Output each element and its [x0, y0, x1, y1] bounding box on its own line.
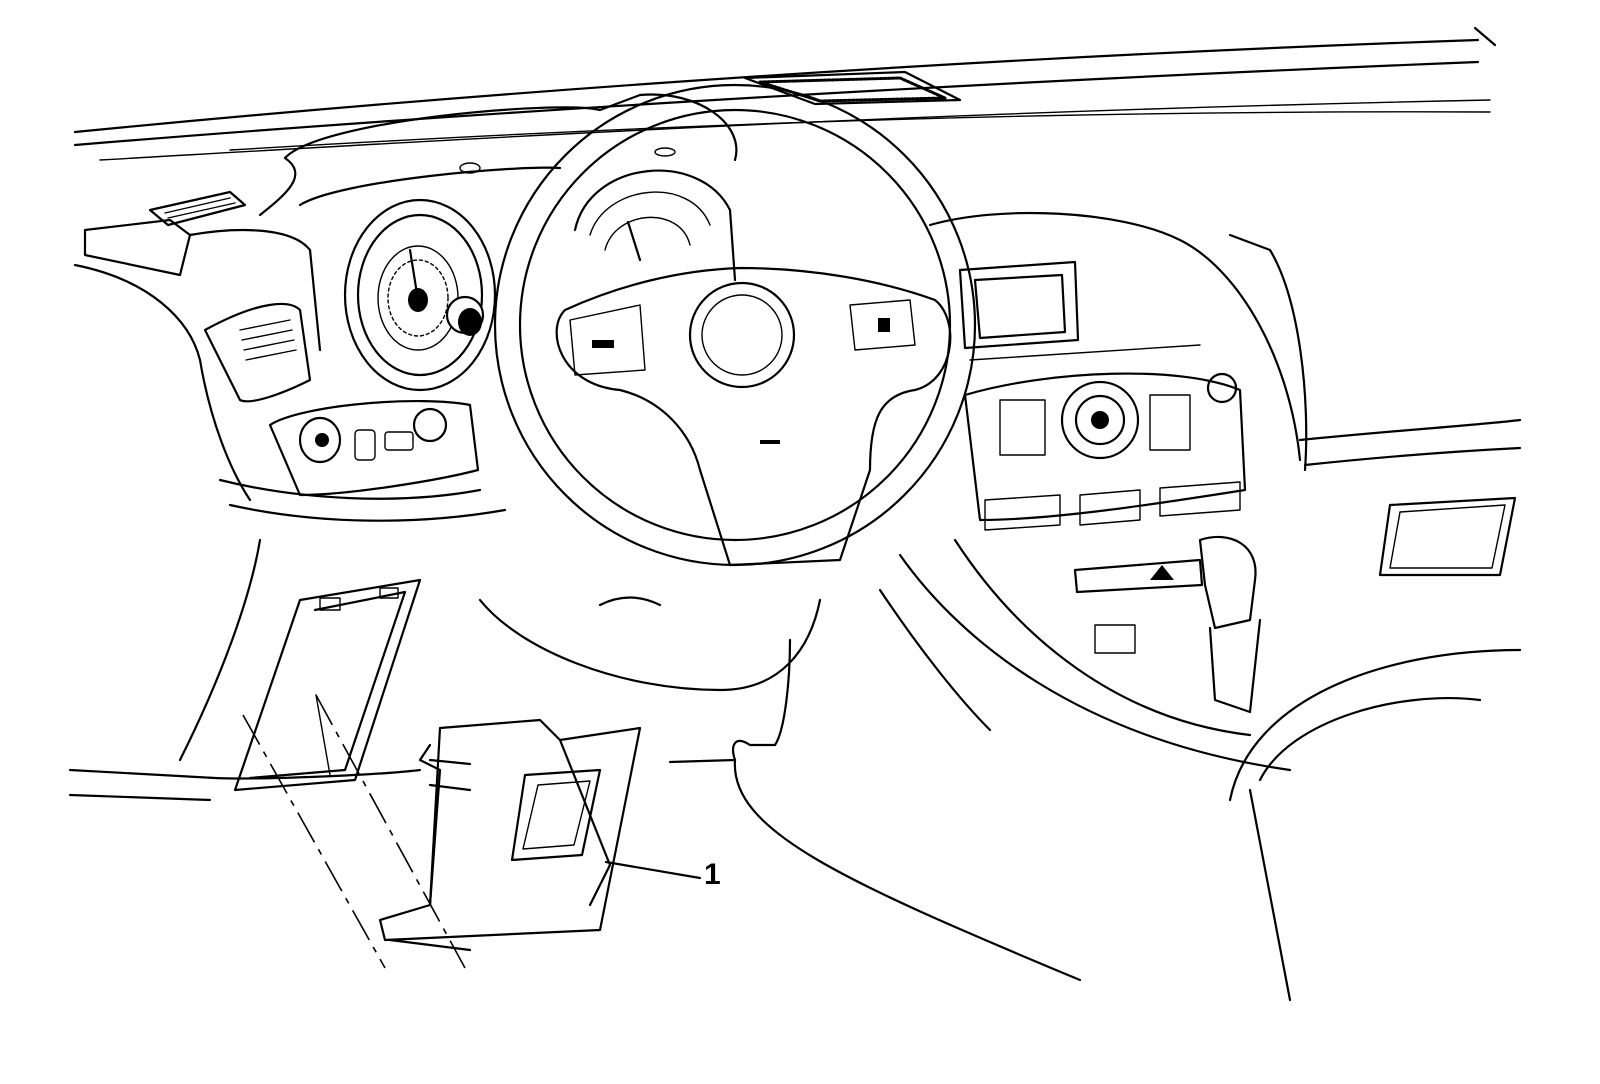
knee-bolster-panel — [380, 720, 640, 950]
callout-label-1: 1 — [704, 858, 721, 891]
callout-leader-1 — [606, 862, 700, 878]
center-stack — [900, 213, 1306, 770]
cluster-hood — [260, 95, 736, 215]
installation-guide-lines — [243, 695, 465, 968]
knee-bolster-opening — [70, 540, 420, 800]
gear-shifter — [1200, 537, 1260, 712]
tachometer-gauge — [575, 171, 735, 280]
dash-top — [75, 28, 1495, 160]
lower-dash — [480, 590, 1080, 980]
left-dash-panel — [75, 220, 505, 521]
right-dash-and-seat — [1230, 420, 1520, 1000]
speedometer-gauge — [345, 200, 495, 390]
steering-wheel — [495, 85, 975, 565]
